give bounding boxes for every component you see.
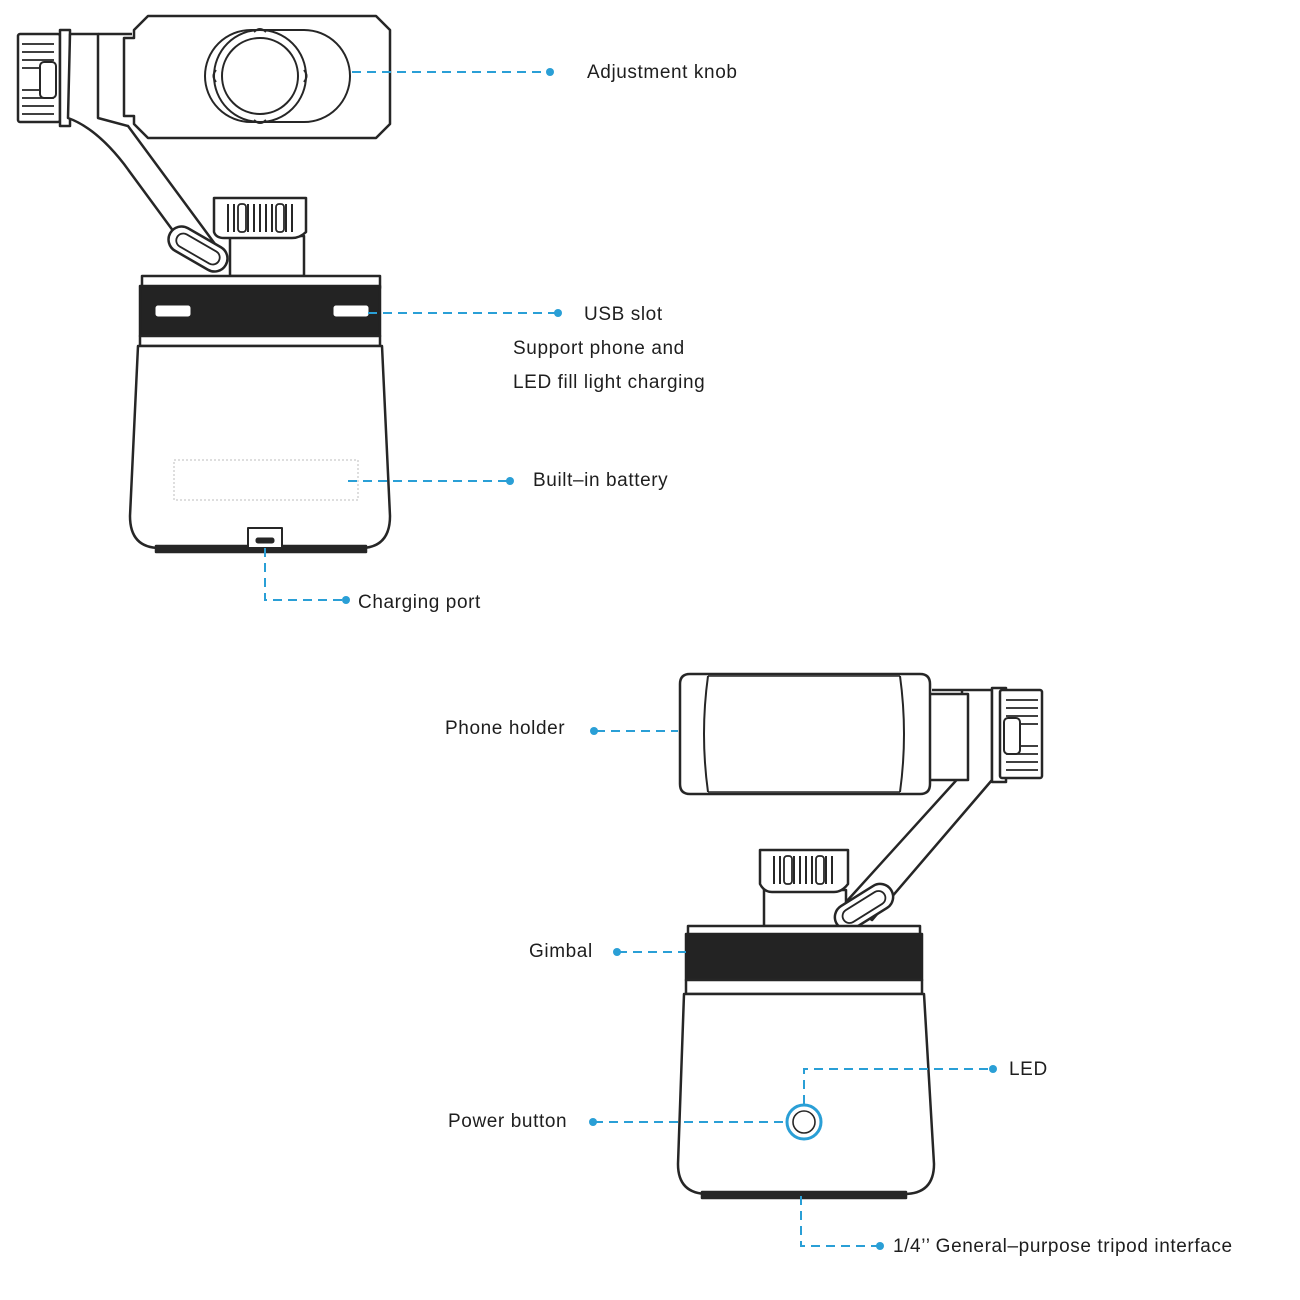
label-phone-holder: Phone holder	[445, 718, 566, 739]
top-base-body	[128, 344, 392, 554]
top-pan-knob	[212, 196, 308, 278]
bottom-phone-holder	[678, 672, 932, 796]
bottom-leader-dots	[589, 727, 997, 1250]
label-adjustment-knob: Adjustment knob	[587, 62, 738, 83]
label-power-button: Power button	[448, 1111, 568, 1132]
top-leader-dots	[342, 68, 562, 604]
bottom-pan-knob	[758, 848, 850, 928]
power-button-graphic	[785, 1103, 823, 1141]
bottom-device	[676, 672, 1044, 1200]
bottom-base-body	[676, 992, 936, 1200]
label-tripod-interface: 1/4’’ General–purpose tripod interface	[893, 1236, 1233, 1257]
label-usb-slot-description-1: Support phone and	[513, 338, 685, 359]
top-base-band	[138, 274, 382, 348]
bottom-gimbal-band	[684, 924, 924, 996]
top-device	[16, 14, 392, 554]
top-leaders	[264, 71, 556, 601]
label-usb-slot-description-2: LED fill light charging	[513, 372, 706, 393]
label-charging-port: Charging port	[358, 592, 481, 613]
bottom-side-knob	[990, 686, 1044, 784]
top-phone-holder	[122, 14, 392, 140]
label-led: LED	[1009, 1059, 1048, 1080]
label-usb-slot: USB slot	[584, 304, 663, 325]
top-side-knob	[16, 28, 72, 128]
label-gimbal: Gimbal	[529, 941, 593, 962]
bottom-leaders	[594, 730, 992, 1247]
label-built-in-battery: Built–in battery	[533, 470, 669, 491]
top-arm	[66, 32, 217, 264]
